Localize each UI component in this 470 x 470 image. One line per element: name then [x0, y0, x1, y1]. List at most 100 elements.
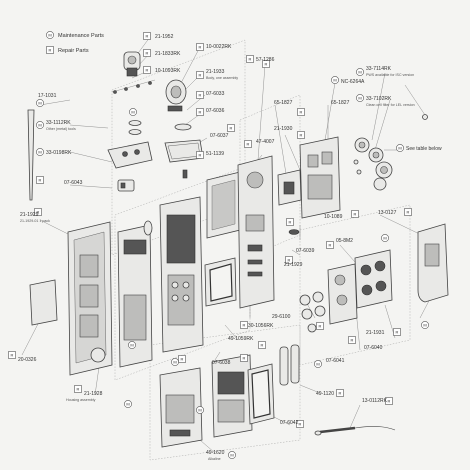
- svg-text:R: R: [146, 34, 149, 39]
- svg-text:M: M: [383, 236, 386, 241]
- label-49-1120: 49-1120: [316, 391, 334, 397]
- maintenance-tools: [107, 120, 153, 192]
- note-33-7102rk: Clean cell filter for LEL version: [366, 103, 415, 107]
- svg-text:R: R: [339, 391, 342, 396]
- svg-text:M: M: [130, 343, 133, 348]
- label-10-1089: 10-1089: [324, 214, 343, 220]
- svg-text:M: M: [38, 101, 41, 106]
- svg-text:R: R: [146, 51, 149, 56]
- label-49-1620: 49-1620: [206, 450, 225, 456]
- svg-text:R: R: [181, 357, 184, 362]
- label-20-0326: 20-0326: [18, 357, 37, 363]
- svg-text:R: R: [199, 153, 202, 158]
- label-nc-6264a: NC-6264A: [341, 79, 365, 85]
- note-21-1933: Body, one assembly: [206, 76, 238, 80]
- svg-text:R: R: [300, 110, 303, 115]
- see-table-below: See table below: [406, 146, 442, 152]
- label-07-6038: 07-6038: [212, 360, 231, 366]
- belt-clip: [417, 223, 449, 303]
- label-21-1933: 21-1933: [206, 69, 225, 75]
- sensor-housing: [327, 249, 393, 325]
- rear-housing: [29, 221, 113, 376]
- pump-motor-part: [111, 51, 156, 94]
- svg-text:M: M: [358, 96, 361, 101]
- gasket-seals: [164, 123, 204, 179]
- svg-text:R: R: [396, 330, 399, 335]
- label-07-6043: 07-6043: [64, 180, 83, 186]
- label-21-1833rk: 21-1833RK: [155, 51, 181, 57]
- svg-text:R: R: [199, 110, 202, 115]
- label-07-6033: 07-6033: [206, 91, 225, 97]
- svg-text:M: M: [126, 402, 129, 407]
- svg-text:R: R: [199, 73, 202, 78]
- sensor-module: [277, 136, 341, 235]
- stylus-tool: [27, 109, 35, 201]
- sub-49-1620: Alkaline: [208, 457, 221, 461]
- label-21-1931: 21-1931: [366, 330, 385, 336]
- label-33-1112rk: 33-1112RK: [46, 120, 71, 126]
- svg-text:M: M: [333, 78, 336, 83]
- label-47-4007: 47-4007: [256, 139, 275, 145]
- front-housing: [117, 220, 153, 368]
- label-05-8m2: 05-8M2: [336, 238, 353, 244]
- svg-text:R: R: [288, 258, 291, 263]
- label-17-1031: 17-1031: [38, 93, 57, 99]
- label-65-1827-b: 65-1827: [331, 100, 350, 106]
- svg-text:R: R: [388, 399, 391, 404]
- svg-text:M: M: [398, 146, 401, 151]
- part-tags: R R R R R R R R R M M M R M R R R R R M …: [8, 32, 429, 459]
- svg-text:M: M: [38, 150, 41, 155]
- svg-text:R: R: [230, 126, 233, 131]
- label-29-6100: 29-6100: [272, 314, 291, 320]
- o-ring-set: [299, 291, 326, 333]
- buzzer-part: [165, 79, 187, 112]
- svg-text:M: M: [48, 33, 51, 38]
- svg-text:R: R: [37, 210, 40, 215]
- label-49-1059rk: 49-1059RK: [228, 336, 254, 342]
- svg-text:R: R: [354, 212, 357, 217]
- svg-text:M: M: [131, 110, 134, 115]
- label-07-6040: 07-6040: [364, 345, 383, 351]
- svg-text:R: R: [351, 338, 354, 343]
- label-21-1928: 21-1928: [84, 391, 103, 397]
- label-57-1286: 57-1286: [256, 57, 275, 63]
- svg-text:R: R: [49, 48, 52, 53]
- label-51-1139: 51-1139: [206, 151, 224, 157]
- legend-maintenance-label: Maintenance Parts: [58, 33, 104, 39]
- legend: M Maintenance Parts R Repair Parts: [46, 31, 104, 54]
- battery-pack-alkaline: [211, 354, 275, 438]
- svg-text:R: R: [261, 343, 264, 348]
- svg-text:R: R: [299, 422, 302, 427]
- svg-text:M: M: [230, 453, 233, 458]
- svg-text:M: M: [198, 408, 201, 413]
- svg-text:R: R: [77, 387, 80, 392]
- svg-text:R: R: [249, 57, 252, 62]
- svg-text:R: R: [265, 62, 268, 67]
- legend-maintenance-tag: M: [46, 31, 54, 39]
- label-33-7102rk: 33-7102RK: [366, 96, 392, 102]
- sensor-filters: [353, 84, 428, 191]
- note-33-1112rk: Other (metal) tools: [46, 127, 76, 131]
- label-13-0127: 13-0127: [378, 210, 397, 216]
- label-30-1056rk: 30-1056RK: [248, 323, 274, 329]
- part-labels: 21-1952 21-1833RK 10-1093RK 10-0022RK 57…: [18, 34, 442, 461]
- note-33-7114rk: PWS available for ISC version: [366, 73, 414, 77]
- label-10-1093rk: 10-1093RK: [155, 68, 181, 74]
- svg-text:R: R: [247, 142, 250, 147]
- svg-text:M: M: [423, 323, 426, 328]
- svg-text:M: M: [316, 362, 319, 367]
- svg-text:R: R: [39, 178, 42, 183]
- battery-pack-liion: [159, 367, 203, 448]
- circuit-board: [237, 155, 275, 309]
- label-07-6041: 07-6041: [326, 358, 345, 364]
- note-21-1928: Housing assembly: [66, 398, 96, 402]
- sub-21-1929: 21-1929-01 1 pack: [20, 219, 50, 223]
- display-panel: [204, 171, 241, 307]
- lanyard: [314, 426, 396, 436]
- svg-text:M: M: [358, 70, 361, 75]
- label-21-1952: 21-1952: [155, 34, 174, 40]
- legend-repair-tag: R: [46, 46, 54, 54]
- aa-batteries: [279, 344, 300, 386]
- svg-text:R: R: [199, 93, 202, 98]
